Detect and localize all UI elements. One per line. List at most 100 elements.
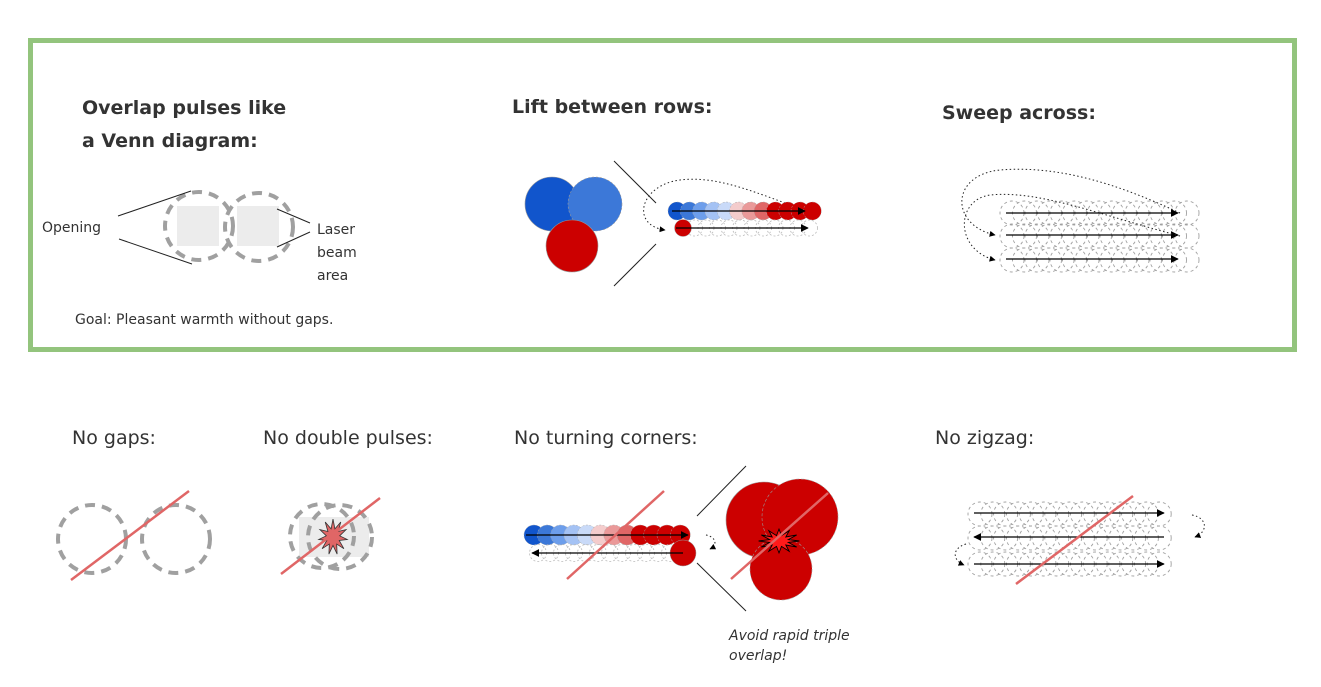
planned-pulse-circle — [1162, 247, 1187, 273]
lift-panel: Lift between rows: — [512, 96, 822, 287]
good-practices-frame — [28, 38, 1297, 352]
venn-title-line2: a Venn diagram: — [82, 130, 258, 152]
opening-label: Opening — [42, 220, 101, 236]
opening-square-left — [177, 206, 219, 246]
sweep-return-path-2 — [963, 193, 1181, 262]
planned-pulse-circle — [1018, 501, 1044, 527]
gap-circle-right — [140, 503, 212, 575]
planned-pulse-circle — [1074, 247, 1100, 273]
planned-pulse-circle — [1074, 223, 1100, 249]
double-circle-2 — [306, 503, 374, 571]
planned-pulse-circle — [967, 501, 993, 527]
pulse-circle — [803, 201, 822, 221]
triple-overlap-note-1: Avoid rapid triple — [728, 628, 850, 644]
cross-out-line — [730, 492, 829, 580]
planned-pulse-circle — [1087, 223, 1112, 249]
no-gaps-title: No gaps: — [72, 427, 156, 449]
beam-circle-left — [163, 190, 235, 262]
zigzag-turn-path-left — [954, 543, 967, 566]
laser-label-3: area — [317, 268, 348, 284]
planned-pulse-circle — [1057, 525, 1083, 551]
planned-pulse-circle — [980, 501, 1006, 527]
planned-pulse-circle — [1112, 247, 1137, 273]
planned-pulse-circle — [1044, 525, 1070, 551]
lift-return-path — [643, 178, 809, 233]
triple-overlap-note-2: overlap! — [729, 648, 787, 664]
overheat-burst-icon — [317, 519, 349, 555]
planned-pulse-circle — [1149, 223, 1175, 249]
planned-pulse-circle — [1133, 501, 1159, 527]
planned-pulse-circle — [999, 247, 1025, 273]
laser-label-1: Laser — [317, 222, 355, 238]
planned-pulse-circle — [1133, 525, 1159, 551]
cross-out-line — [70, 490, 190, 581]
planned-pulse-circle — [1062, 247, 1087, 273]
cross-out-line — [566, 490, 665, 580]
planned-pulse-circle — [1112, 223, 1137, 249]
planned-pulse-circle — [1044, 501, 1070, 527]
planned-pulse-circle — [1099, 247, 1125, 273]
planned-pulse-circle — [1087, 247, 1112, 273]
planned-pulse-circle — [1174, 200, 1200, 226]
planned-pulse-circle — [1069, 525, 1095, 551]
planned-pulse-circle — [1146, 525, 1172, 551]
beam-circle-right — [223, 191, 295, 263]
laser-label-2: beam — [317, 245, 357, 261]
cross-out-line — [1015, 495, 1134, 585]
planned-pulse-circle — [1146, 501, 1172, 527]
planned-pulse-circle — [1005, 501, 1031, 527]
sweep-pulse-grid — [999, 200, 1200, 273]
sweep-panel: Sweep across: — [942, 102, 1200, 273]
planned-pulse-circle — [1037, 247, 1062, 273]
corner-turn-path — [705, 534, 717, 550]
planned-pulse-circle — [1012, 247, 1037, 273]
opening-pointer-upper — [117, 190, 192, 217]
pulse-circle-blue — [567, 176, 623, 232]
planned-pulse-circle — [1124, 247, 1150, 273]
planned-pulse-circle — [1031, 501, 1057, 527]
goal-text: Goal: Pleasant warmth without gaps. — [75, 312, 333, 328]
planned-pulse-circle — [1174, 247, 1200, 273]
planned-pulse-circle — [1162, 223, 1187, 249]
planned-pulse-circle — [993, 525, 1019, 551]
planned-pulse-circle — [1024, 247, 1050, 273]
planned-pulse-circle — [1012, 223, 1037, 249]
planned-pulse-circle — [1149, 247, 1175, 273]
no-zigzag-panel: No zigzag: — [935, 427, 1205, 585]
overheat-burst-icon — [758, 527, 800, 555]
laser-pointer-upper — [276, 208, 311, 224]
planned-pulse-circle — [1005, 525, 1031, 551]
zoom-pointer-upper — [696, 465, 747, 517]
opening-square-right — [237, 206, 279, 246]
lift-title: Lift between rows: — [512, 96, 713, 118]
planned-pulse-circle — [1137, 223, 1162, 249]
planned-pulse-circle — [1049, 247, 1075, 273]
planned-pulse-circle — [1082, 501, 1108, 527]
planned-pulse-circle — [999, 223, 1025, 249]
no-double-panel: No double pulses: — [263, 427, 433, 575]
planned-pulse-circle — [1037, 223, 1062, 249]
zoom-pointer-lower — [613, 243, 657, 287]
zoom-pointer-lower — [696, 562, 747, 612]
planned-pulse-circle — [967, 525, 993, 551]
laser-pointer-lower — [276, 231, 311, 248]
planned-pulse-circle — [1137, 247, 1162, 273]
planned-pulse-circle — [980, 525, 1006, 551]
pulse-circle-red — [545, 219, 599, 273]
opening-pointer-lower — [118, 238, 193, 265]
planned-pulse-circle — [1121, 501, 1147, 527]
planned-pulse-circle — [1062, 223, 1087, 249]
planned-pulse-circle — [1124, 223, 1150, 249]
double-circle-1 — [288, 502, 356, 570]
planned-pulse-circle — [1108, 525, 1134, 551]
no-double-title: No double pulses: — [263, 427, 433, 449]
planned-pulse-circle — [993, 501, 1019, 527]
planned-pulse-circle — [1057, 501, 1083, 527]
sweep-title: Sweep across: — [942, 102, 1096, 124]
venn-title-line1: Overlap pulses like — [82, 97, 286, 119]
planned-pulse-circle — [1069, 501, 1095, 527]
planned-pulse-circle — [1031, 525, 1057, 551]
planned-pulse-circle — [1099, 223, 1125, 249]
no-corners-title: No turning corners: — [514, 427, 698, 449]
planned-pulse-circle — [1095, 525, 1121, 551]
